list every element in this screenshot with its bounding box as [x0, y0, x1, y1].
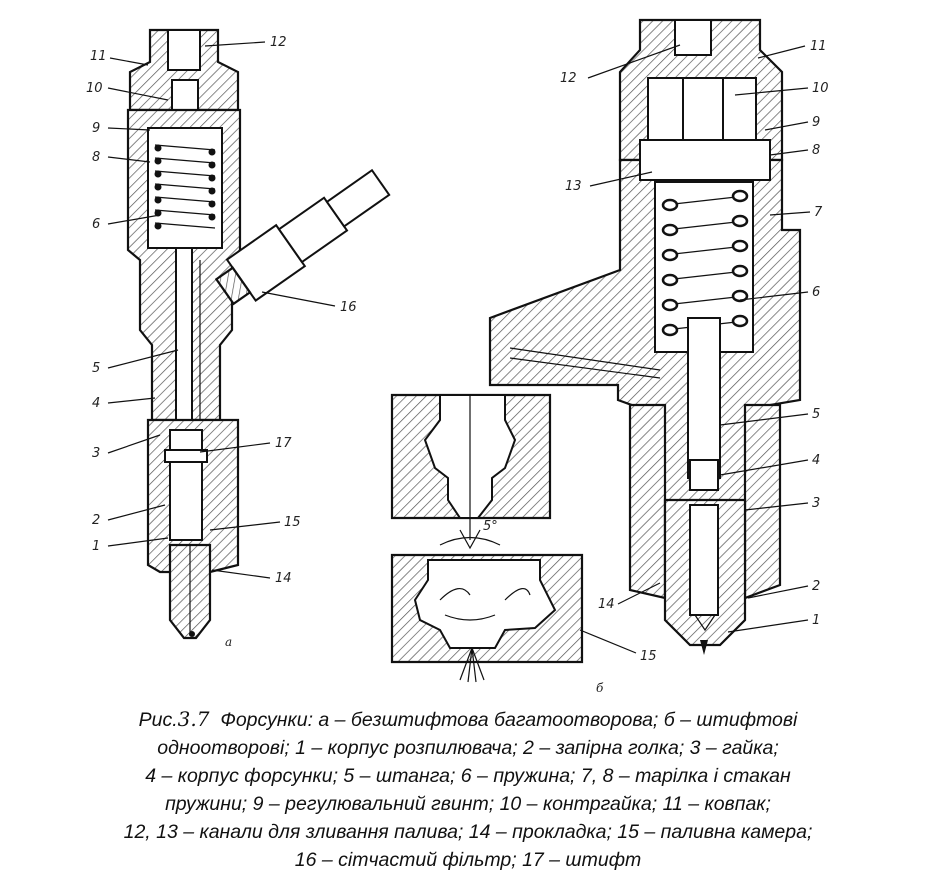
label-a-2: 2: [92, 513, 100, 528]
label-a-5: 5: [92, 361, 100, 376]
label-a-1: 1: [92, 539, 100, 554]
label-a-10: 10: [86, 81, 103, 96]
label-b-4: 4: [812, 453, 820, 468]
caption-line-1: Рис.3.7 Форсунки: а – безштифтова багато…: [10, 705, 926, 734]
sublabel-b: б: [596, 681, 604, 695]
label-b-12: 12: [560, 71, 577, 86]
injector-diagram: 11 12 10 9 8 6 16 5 4 3 17 2 15 1 14 а 5…: [86, 18, 829, 695]
label-b-11: 11: [810, 39, 827, 54]
label-a-14: 14: [275, 571, 292, 586]
injector-b: 12 11 10 9 8 13 7 6 5 4 3 14 2 1 15 б: [488, 18, 829, 695]
label-b-14: 14: [598, 597, 615, 612]
label-a-4: 4: [92, 396, 100, 411]
caption-line-2: одноотворові; 1 – корпус розпилювача; 2 …: [157, 737, 779, 759]
nozzle-detail: 5°: [390, 393, 584, 683]
label-b-3: 3: [812, 496, 820, 511]
figure-caption: Рис.3.7 Форсунки: а – безштифтова багато…: [10, 705, 926, 874]
label-b-10: 10: [812, 81, 829, 96]
label-a-8: 8: [92, 150, 100, 165]
label-a-17: 17: [275, 436, 292, 451]
caption-line-1-text: Форсунки: а – безштифтова багатоотворова…: [220, 709, 798, 731]
label-b-5: 5: [812, 407, 820, 422]
label-b-9: 9: [812, 115, 820, 130]
caption-figure-number: 3.7: [177, 707, 210, 731]
caption-line-6: 16 – сітчастий фільтр; 17 – штифт: [294, 849, 642, 871]
caption-line-4: пружини; 9 – регулювальний гвинт; 10 – к…: [165, 793, 771, 815]
label-b-15: 15: [640, 649, 657, 664]
label-a-15: 15: [284, 515, 301, 530]
label-b-13: 13: [565, 179, 582, 194]
label-a-11: 11: [90, 49, 107, 64]
label-a-6: 6: [92, 217, 100, 232]
label-b-8: 8: [812, 143, 820, 158]
caption-line-5: 12, 13 – канали для зливання палива; 14 …: [123, 821, 813, 843]
label-b-7: 7: [814, 205, 823, 220]
label-a-3: 3: [92, 446, 100, 461]
label-a-9: 9: [92, 121, 100, 136]
sublabel-a: а: [225, 635, 232, 649]
caption-line-3: 4 – корпус форсунки; 5 – штанга; 6 – пру…: [145, 765, 791, 787]
caption-prefix: Рис.: [138, 709, 178, 731]
label-b-1: 1: [812, 613, 820, 628]
label-a-16: 16: [340, 300, 357, 315]
label-angle: 5°: [483, 519, 498, 534]
label-a-12: 12: [270, 35, 287, 50]
injector-a: 11 12 10 9 8 6 16 5 4 3 17 2 15 1 14 а: [86, 28, 391, 649]
label-b-2: 2: [812, 579, 820, 594]
label-b-6: 6: [812, 285, 820, 300]
